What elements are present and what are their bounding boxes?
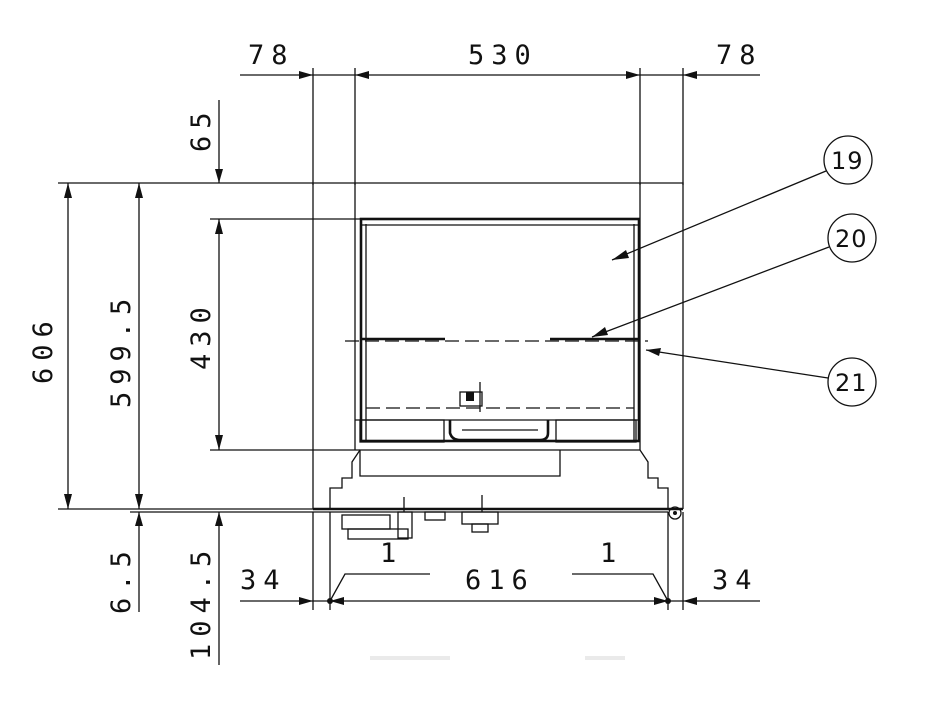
- callout-19-label: 19: [831, 147, 864, 175]
- dim-bottom-left: 34: [240, 565, 287, 596]
- scan-artifacts: [370, 656, 625, 660]
- dim-slope-right: 1: [600, 538, 623, 569]
- cabinet-body: [312, 182, 684, 540]
- dim-left-606: 606: [28, 314, 59, 384]
- dim-left-65: 65: [186, 105, 217, 152]
- bottom-dimension-group: 34 616 34 1 1: [240, 512, 760, 610]
- callout-19: 19: [611, 135, 873, 261]
- dim-left-6-5: 6.5: [106, 544, 137, 614]
- callout-21: 21: [645, 348, 877, 407]
- dim-left-430: 430: [186, 300, 217, 370]
- callout-20-label: 20: [835, 225, 868, 253]
- dim-bottom-right: 34: [712, 565, 759, 596]
- dim-top-left: 78: [248, 40, 295, 71]
- left-dimension-group: 65 606 599.5 430 6.5 104.5: [28, 100, 360, 665]
- dim-left-599-5: 599.5: [106, 292, 137, 408]
- callout-20: 20: [591, 213, 877, 338]
- dim-top-center: 530: [468, 40, 538, 71]
- dim-slope-left: 1: [380, 538, 403, 569]
- dim-top-right: 78: [716, 40, 763, 71]
- dim-left-104-5: 104.5: [186, 544, 217, 660]
- callout-21-label: 21: [835, 369, 868, 397]
- top-dimension-group: 78 530 78: [240, 40, 763, 185]
- dim-bottom-center: 616: [465, 565, 535, 596]
